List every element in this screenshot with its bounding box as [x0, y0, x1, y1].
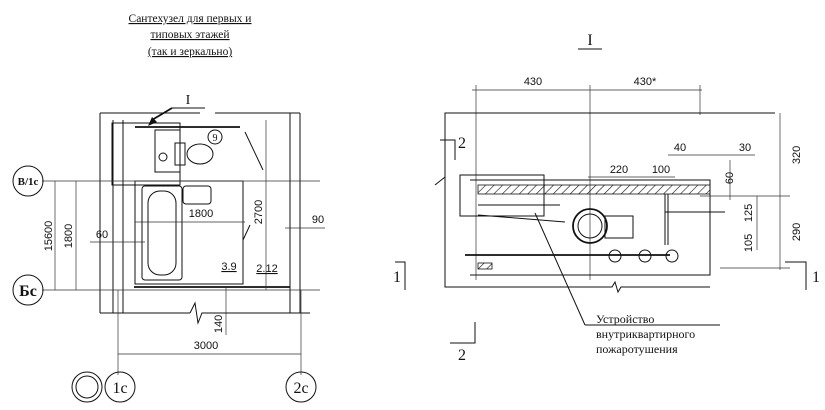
fire-device-box	[459, 174, 545, 217]
valve-icon	[608, 249, 622, 263]
dim-125: 125	[743, 204, 755, 222]
door-swing	[244, 131, 264, 171]
empty-axis-bubble-inner	[75, 375, 99, 399]
valve-icon	[158, 152, 168, 162]
axis-bubble-bc	[12, 274, 44, 306]
dim-430-right: 430*	[634, 76, 657, 88]
level-mark-2-12: 2.12	[256, 263, 277, 275]
plan-title-line-2: типовых этажей	[150, 29, 229, 41]
axis-bubble-1c	[104, 371, 136, 403]
dim-3000: 3000	[194, 340, 218, 352]
cistern-box	[154, 129, 181, 173]
axis-bubble-v1c	[12, 165, 44, 197]
axis-label-v1c: В/1с	[18, 176, 39, 188]
axis-label-2c: 2с	[293, 380, 308, 397]
dim-40: 40	[674, 142, 686, 154]
section-mark-2-bottom-line	[450, 322, 476, 344]
pipe-2	[477, 214, 566, 223]
dim-60: 60	[724, 172, 736, 184]
callout-line-3: пожаротушения	[596, 342, 678, 356]
dim-430-left: 430	[524, 76, 542, 88]
axis-label-1c: 1с	[112, 380, 127, 397]
right-section: I 430 430* 320 290 125 105	[393, 32, 820, 364]
door-leaf	[242, 224, 251, 241]
bathtub	[141, 185, 183, 281]
valve-icon	[665, 249, 679, 263]
slab-top	[444, 112, 710, 177]
axis-bubble-2c	[285, 371, 317, 403]
washbasin	[182, 185, 212, 205]
bathtub-inner	[147, 190, 177, 276]
left-plan: Сантехузел для первых и типовых этажей (…	[12, 13, 325, 403]
dim-290: 290	[791, 223, 803, 241]
section-mark-2-top: 2	[458, 135, 466, 152]
section-mark-1-left: 1	[393, 269, 401, 286]
section-mark-2-top-line	[440, 139, 456, 160]
section-title: I	[587, 32, 592, 49]
dim-105: 105	[743, 234, 755, 252]
dim-100: 100	[652, 164, 670, 176]
dim-1800: 1800	[189, 208, 213, 220]
section-mark-1-left-line	[395, 261, 406, 290]
drain-pipe-icon	[572, 208, 608, 244]
valve-icon	[638, 249, 652, 263]
dim-140: 140	[213, 315, 225, 333]
plan-title-line-3: (так и зеркально)	[148, 46, 232, 58]
section-mark-1-right-line	[785, 261, 807, 290]
toilet-tank	[174, 142, 186, 166]
hatched-block	[477, 262, 493, 270]
callout-leader	[534, 212, 586, 326]
shaft-outline	[470, 179, 711, 276]
toilet-room	[111, 122, 181, 186]
fixture-tag-circle	[207, 129, 223, 145]
dim-1800-vertical: 1800	[63, 224, 75, 248]
plan-section-mark: I	[186, 93, 191, 108]
axis-label-bc: Бс	[19, 283, 37, 300]
slab-bottom	[444, 190, 710, 294]
dim-220: 220	[610, 164, 628, 176]
toilet-bowl	[186, 143, 214, 165]
drain-pipe-inner	[577, 213, 603, 239]
callout-line-1: Устройство	[596, 312, 654, 326]
break-left	[434, 175, 446, 190]
dim-30: 30	[739, 142, 751, 154]
section-mark-1-right: 1	[812, 269, 820, 286]
empty-axis-bubble	[71, 371, 103, 403]
fixture-tag: 9	[213, 133, 218, 144]
break-line	[189, 301, 310, 325]
section-leader-arrow	[151, 107, 173, 121]
dim-60: 60	[96, 229, 108, 241]
dim-90: 90	[312, 214, 324, 226]
arrowhead-icon	[148, 117, 157, 126]
section-mark-2-bottom: 2	[458, 347, 466, 364]
dim-15600: 15600	[43, 221, 55, 252]
plan-title-line-1: Сантехузел для первых и	[129, 13, 252, 25]
callout-line-2: внутриквартирного	[596, 327, 695, 341]
dim-2700: 2700	[253, 200, 265, 224]
level-mark-3-9: 3.9	[221, 261, 236, 273]
pipe-fitting	[604, 215, 634, 239]
dim-320: 320	[791, 146, 803, 164]
hatched-panel	[477, 184, 711, 195]
